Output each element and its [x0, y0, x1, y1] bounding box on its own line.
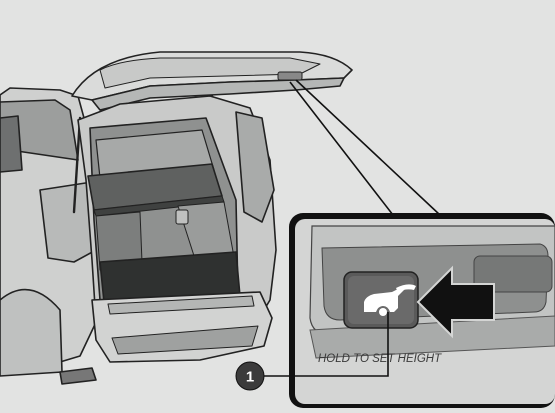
callout-badge-leader: [262, 312, 389, 377]
tailgate-button-housing: [277, 71, 303, 81]
tailgate-inner-trim: [91, 77, 345, 111]
press-arrow-icon: [416, 265, 495, 339]
callout-badge: 1: [235, 312, 389, 391]
leader-line-lower: [295, 79, 441, 216]
bumper-trim: [111, 325, 259, 355]
vehicle: [0, 51, 353, 385]
tailgate-open-icon: [364, 284, 416, 316]
wheel-arch: [0, 288, 63, 377]
callout-number: 1: [246, 369, 254, 386]
taillight-left: [39, 181, 97, 263]
bumper-step: [107, 295, 255, 315]
cargo-hook: [175, 209, 189, 225]
callout-leader: [289, 79, 441, 216]
taillight-right: [235, 111, 275, 223]
hold-to-set-height-label: HOLD TO SET HEIGHT: [318, 353, 442, 365]
callout-badge-circle: [235, 361, 265, 391]
exhaust: [59, 367, 97, 385]
leader-line-upper: [289, 81, 394, 216]
tailgate-glass: [99, 57, 321, 89]
inset-detail: HOLD TO SET HEIGHT: [289, 213, 555, 408]
gas-strut-left: [72, 116, 82, 214]
side-window-dark: [0, 115, 23, 173]
